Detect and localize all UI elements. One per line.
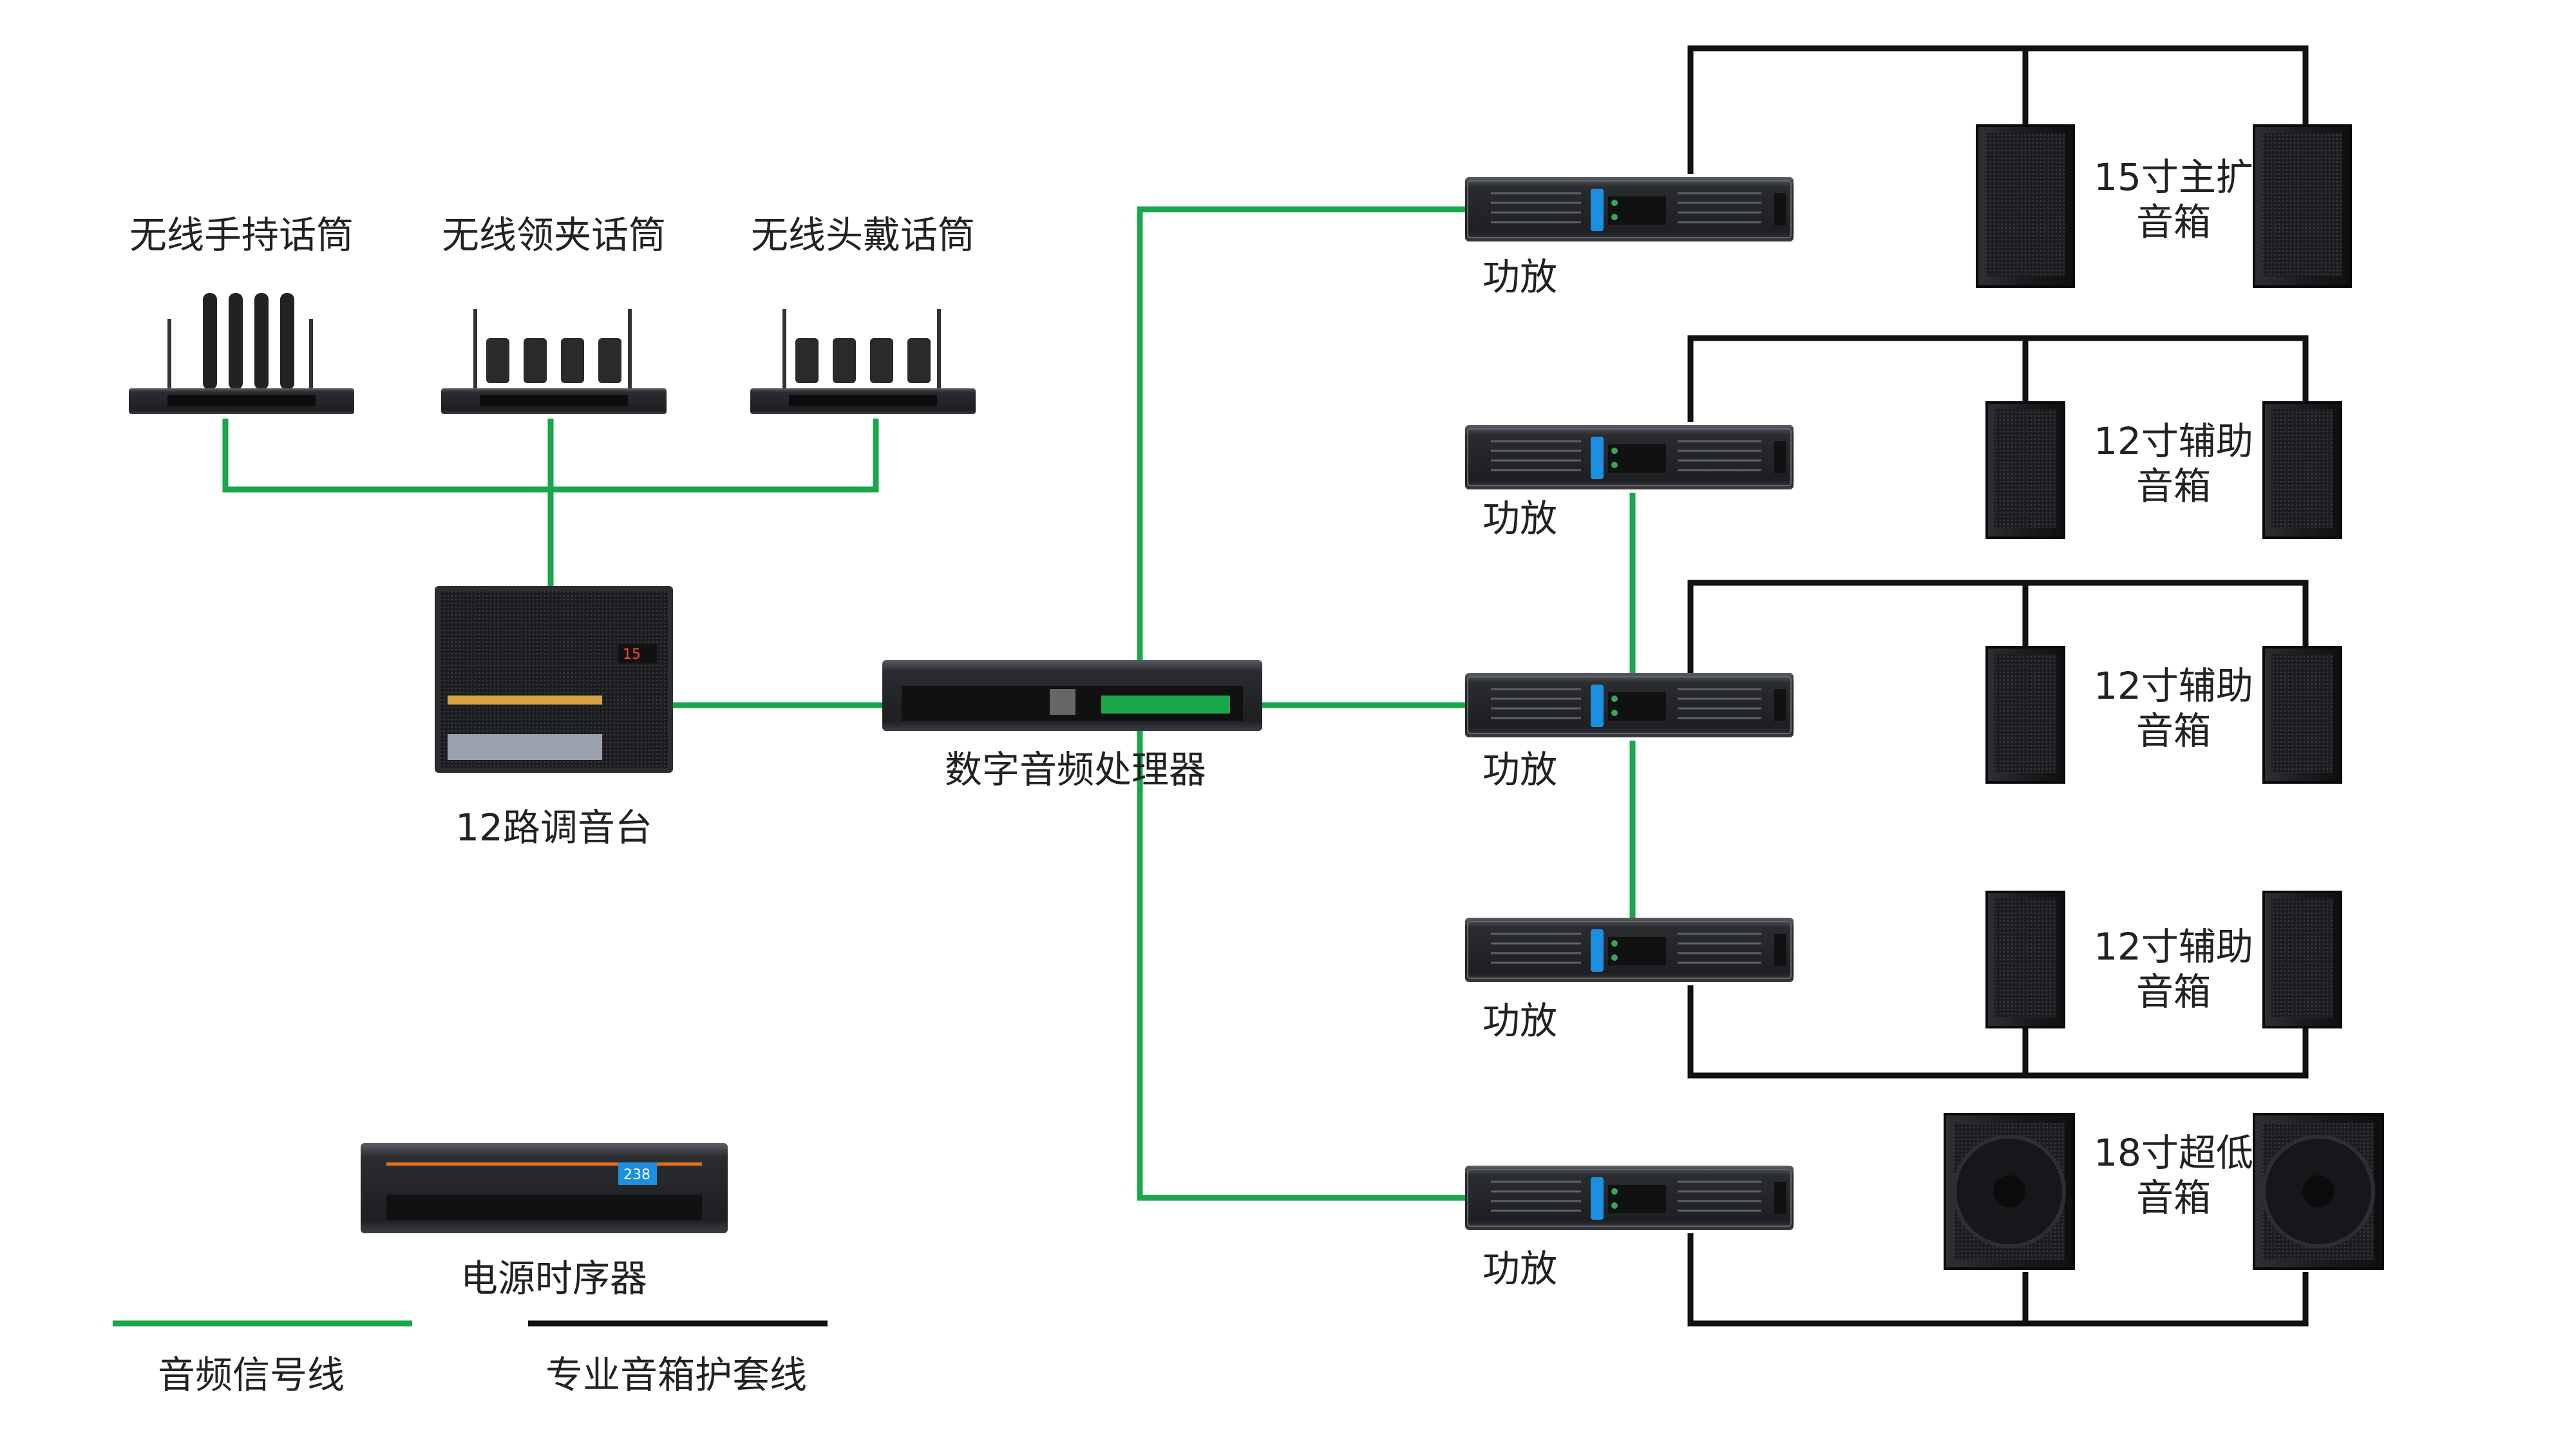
audio-signal-lines <box>113 206 1636 1327</box>
sequencer-label: 电源时序器 <box>460 1256 647 1300</box>
amplifier-1 <box>1464 176 1795 243</box>
amplifier-5 <box>1464 1164 1795 1231</box>
speaker-group-4-line2: 音箱 <box>2136 970 2211 1014</box>
amplifier-2 <box>1464 424 1795 491</box>
speaker-12-group2-right <box>2262 401 2342 539</box>
amp-label-1: 功放 <box>1482 255 1557 299</box>
speaker-cables <box>528 45 2309 1327</box>
amp-label-2: 功放 <box>1482 497 1557 540</box>
amplifier-4 <box>1464 916 1795 983</box>
speaker-15-left <box>1976 124 2075 288</box>
speaker-12-group3-right <box>2262 646 2342 784</box>
speaker-group-2-line2: 音箱 <box>2136 464 2211 508</box>
handheld-mic-receiver <box>129 293 354 414</box>
speaker-group-5-line1: 18寸超低 <box>2094 1131 2253 1175</box>
speaker-12-group2-left <box>1985 401 2065 539</box>
speaker-group-2-line1: 12寸辅助 <box>2094 419 2253 463</box>
amp-label-5: 功放 <box>1482 1247 1557 1291</box>
lavalier-mic-receiver <box>441 309 667 414</box>
amp-label-4: 功放 <box>1482 999 1557 1043</box>
speaker-15-right <box>2253 124 2352 288</box>
legend-audio-line-label: 音频信号线 <box>158 1353 345 1397</box>
legend-speaker-line-label: 专业音箱护套线 <box>545 1353 807 1397</box>
speaker-12-group4-right <box>2262 891 2342 1028</box>
speaker-group-5-line2: 音箱 <box>2136 1176 2211 1220</box>
mixer-display: 15 <box>623 647 641 663</box>
amplifier-3 <box>1464 672 1795 739</box>
headset-mic-receiver <box>750 309 976 414</box>
speaker-group-1-line2: 音箱 <box>2136 200 2211 244</box>
lavalier-mic-label: 无线领夹话筒 <box>442 213 666 257</box>
sequencer-display: 238 <box>623 1167 650 1183</box>
handheld-mic-label: 无线手持话筒 <box>129 213 354 257</box>
speaker-group-4-line1: 12寸辅助 <box>2094 925 2253 969</box>
amp-label-3: 功放 <box>1482 748 1557 791</box>
dsp-label: 数字音频处理器 <box>945 748 1206 791</box>
headset-mic-label: 无线头戴话筒 <box>751 213 975 257</box>
speaker-group-3-line1: 12寸辅助 <box>2094 664 2253 708</box>
dsp-device <box>882 660 1262 731</box>
speaker-12-group3-left <box>1985 646 2065 784</box>
power-sequencer-device: 238 <box>361 1143 728 1233</box>
speaker-group-1-line1: 15寸主扩 <box>2094 155 2253 199</box>
mixer-device: 15 <box>435 586 673 773</box>
mixer-label: 12路调音台 <box>455 806 652 849</box>
speaker-18-right <box>2254 1114 2383 1269</box>
speaker-18-left <box>1945 1114 2074 1269</box>
speaker-group-3-line2: 音箱 <box>2136 709 2211 753</box>
speaker-12-group4-left <box>1985 891 2065 1028</box>
